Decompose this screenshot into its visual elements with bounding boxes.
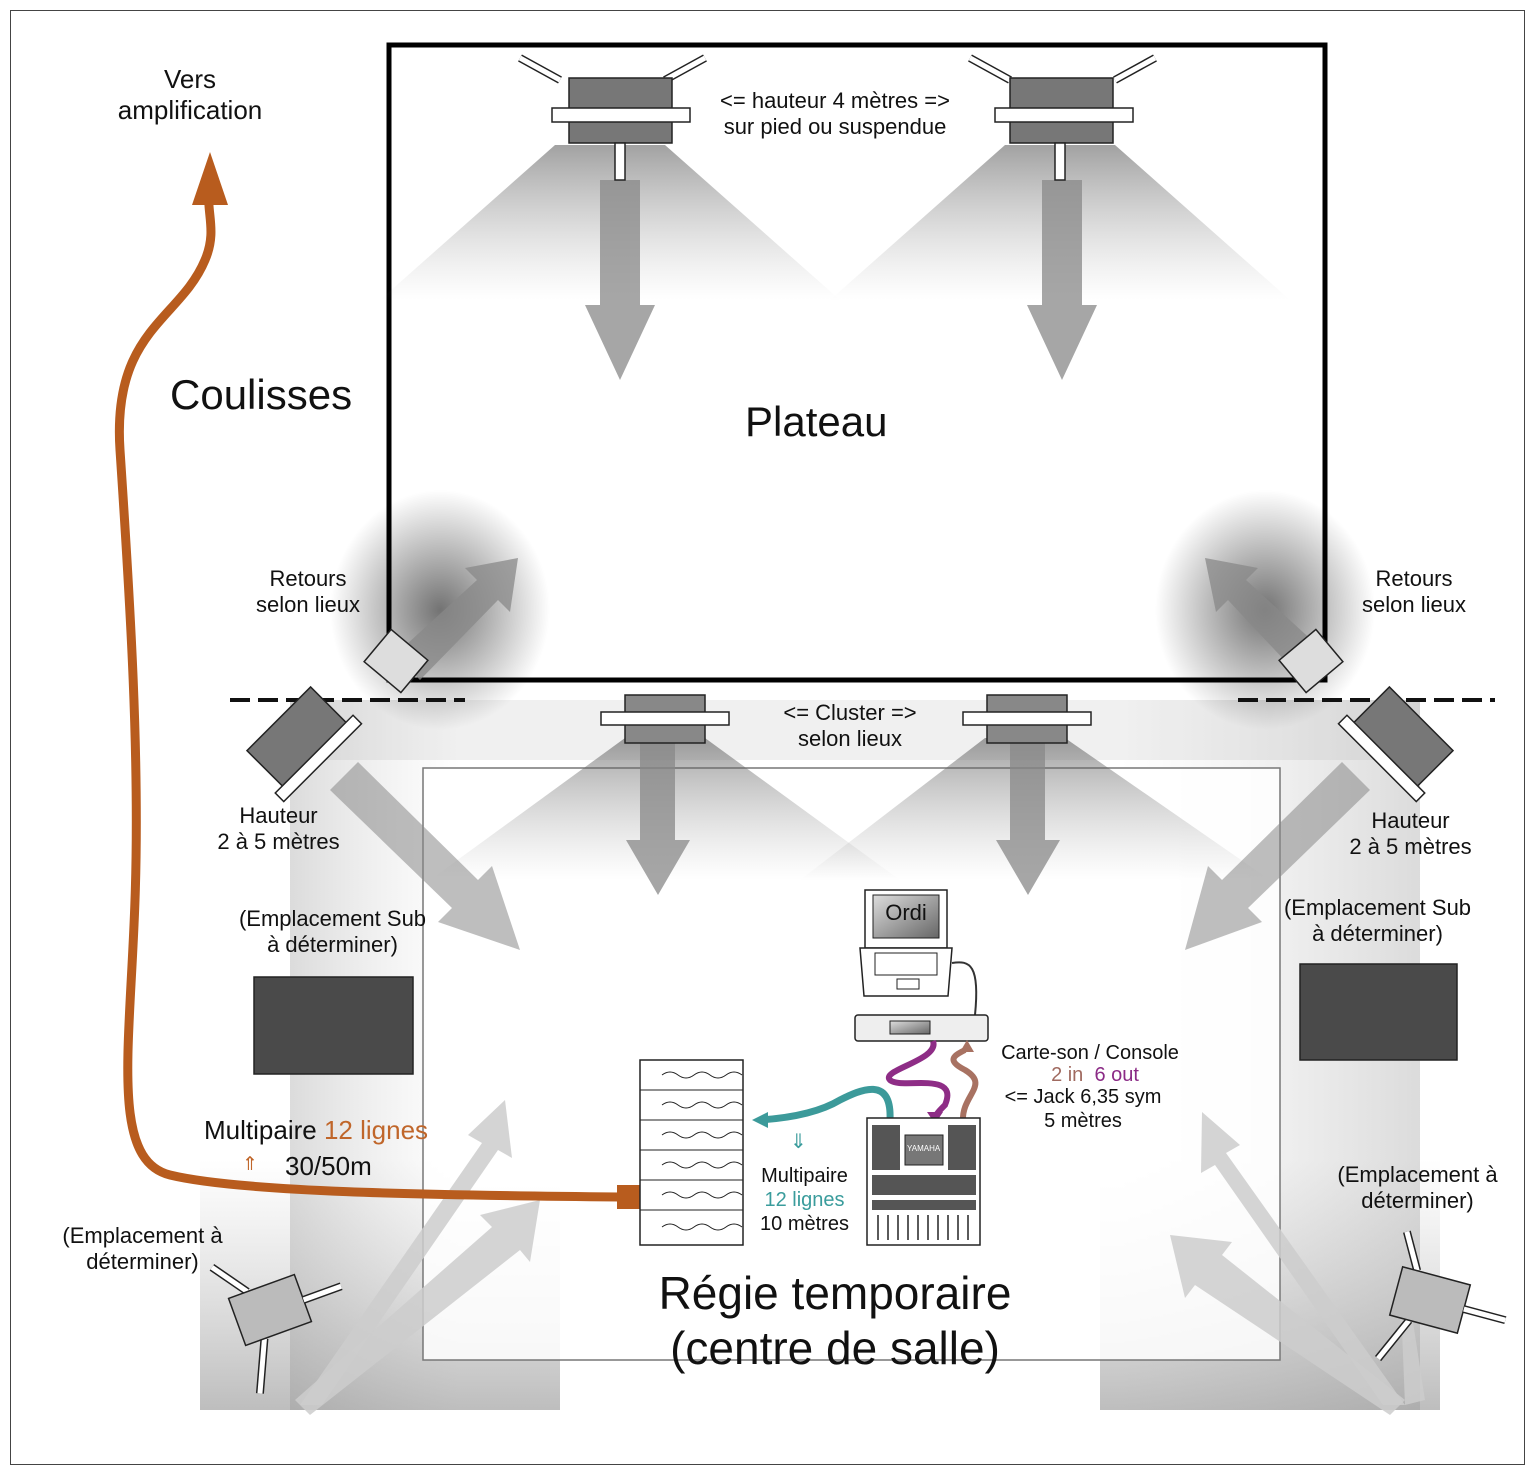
soundcard-icon: [854, 1014, 989, 1042]
laptop-icon: [859, 889, 953, 997]
speaker-icon: [209, 1264, 343, 1394]
cluster-label: <= Cluster =>selon lieux: [783, 700, 917, 752]
speaker-icon: [518, 54, 707, 181]
arrow-up-icon: ⇑: [242, 1154, 258, 1175]
speaker-icon: [1337, 685, 1455, 803]
in-out-label: 2 in 6 out: [1051, 1064, 1139, 1086]
side-arrow: [330, 762, 520, 950]
speaker-icon: [962, 694, 1092, 744]
multipaire-main-label: Multipaire 12 lignes: [204, 1115, 429, 1145]
input-cable: [950, 1047, 979, 1121]
length-main-label: 30/50m: [285, 1151, 372, 1181]
ordi-label: Ordi: [885, 900, 927, 925]
speaker-icon: [968, 54, 1157, 181]
bottom-arrows-left: [295, 1100, 540, 1415]
speaker-icon: [363, 628, 429, 694]
stage-plateau: [330, 42, 1375, 730]
speaker-icon: [1374, 1230, 1507, 1362]
multipaire-small-label: Multipaire 12 lignes 10 mètres: [760, 1165, 849, 1235]
cable-plug: [617, 1185, 641, 1209]
speaker-icon: [1278, 628, 1344, 694]
speaker-icon: [600, 694, 730, 744]
carte-son-label: Carte-son / Console: [1001, 1042, 1179, 1064]
output-cable: [885, 1039, 951, 1119]
subwoofer-icon: [253, 976, 414, 1075]
arrow-up-icon: [192, 152, 228, 205]
speaker-icon: [245, 685, 363, 803]
diagram-frame: [10, 10, 1525, 1465]
coulisses-label: Coulisses: [170, 371, 353, 418]
side-arrow: [1185, 762, 1370, 950]
subwoofer-icon: [1299, 963, 1458, 1061]
regie-label: Régie temporaire(centre de salle): [658, 1267, 1012, 1375]
hauteur-4m-label: <= hauteur 4 mètres =>sur pied ou suspen…: [720, 88, 950, 140]
arrow-down-icon: ⇓: [790, 1131, 807, 1153]
plateau-label: Plateau: [745, 398, 888, 445]
main-multipair-cable: [114, 188, 621, 1202]
rack-icon: [639, 1059, 744, 1246]
console-brand: YAMAHA: [907, 1144, 941, 1153]
mixing-console-icon: [866, 1117, 981, 1246]
cluster-cones: [430, 738, 1270, 895]
usb-cable: [951, 961, 978, 1016]
stage-multipair-cable: [759, 1085, 894, 1124]
